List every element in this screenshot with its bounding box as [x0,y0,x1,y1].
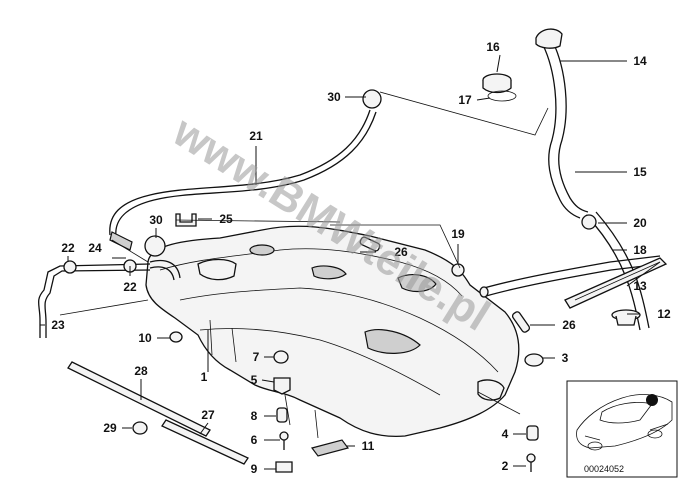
rubber-mount-10 [169,331,183,343]
callout-27: 27 [201,408,215,422]
callout-9: 9 [251,462,258,476]
callout-5: 5 [251,373,258,387]
callout-22b: 22 [123,280,137,294]
mount-8 [276,407,288,423]
callout-1: 1 [201,370,208,384]
reference-lines [59,91,549,415]
callout-28: 28 [134,364,148,378]
callout-14: 14 [633,54,647,68]
screw-2 [526,453,536,472]
callout-12: 12 [657,307,671,321]
rubber-mount-29 [132,421,148,435]
callout-21: 21 [249,129,263,143]
vent-line-23-24 [37,235,181,338]
callout-30b: 30 [149,213,163,227]
vent-hose-26 [479,255,662,298]
grommet-3 [524,353,544,367]
filler-pipe [535,28,650,331]
pad-11 [310,439,350,457]
inset-car-thumbnail: 00024052 [566,380,678,478]
callout-18: 18 [633,243,647,257]
screw-6 [279,431,289,450]
callout-15: 15 [633,165,647,179]
callout-10: 10 [138,331,152,345]
bracket-5 [273,377,291,395]
callout-11: 11 [362,439,375,453]
clip-9 [275,461,293,473]
callout-2: 2 [502,459,509,473]
grommet-26-bottom [511,311,531,333]
bracket-25 [175,213,197,227]
callout-8: 8 [251,409,258,423]
callout-19: 19 [451,227,465,241]
callout-20: 20 [633,216,647,230]
grommet-26-top [359,236,381,252]
drawing-code: 00024052 [584,464,624,474]
callout-13: 13 [633,279,647,293]
callout-22a: 22 [61,241,75,255]
callout-labels: 1 2 3 4 5 6 7 8 9 10 11 12 13 14 15 16 1… [51,40,671,476]
callout-6: 6 [251,433,258,447]
callout-30a: 30 [327,90,341,104]
callout-25: 25 [219,212,233,226]
callout-23: 23 [51,318,65,332]
callout-16: 16 [486,40,500,54]
callout-29: 29 [103,421,117,435]
fuel-return-line [109,89,382,251]
callout-26a: 26 [394,245,408,259]
fuel-tank [145,225,520,439]
filler-cap-16 [482,73,517,102]
mount-4 [526,425,539,441]
plug-12 [611,309,641,326]
callout-3: 3 [562,351,569,365]
callout-17: 17 [458,93,472,107]
callout-7: 7 [253,350,260,364]
strap-13 [564,257,668,309]
callout-4: 4 [502,427,509,441]
rubber-mount-7 [273,350,289,364]
location-marker-icon [646,394,658,406]
leader-lines [40,54,661,470]
callout-26b: 26 [562,318,576,332]
heat-shield-27 [161,419,249,465]
callout-24: 24 [88,241,102,255]
heat-shield-28 [67,361,211,437]
